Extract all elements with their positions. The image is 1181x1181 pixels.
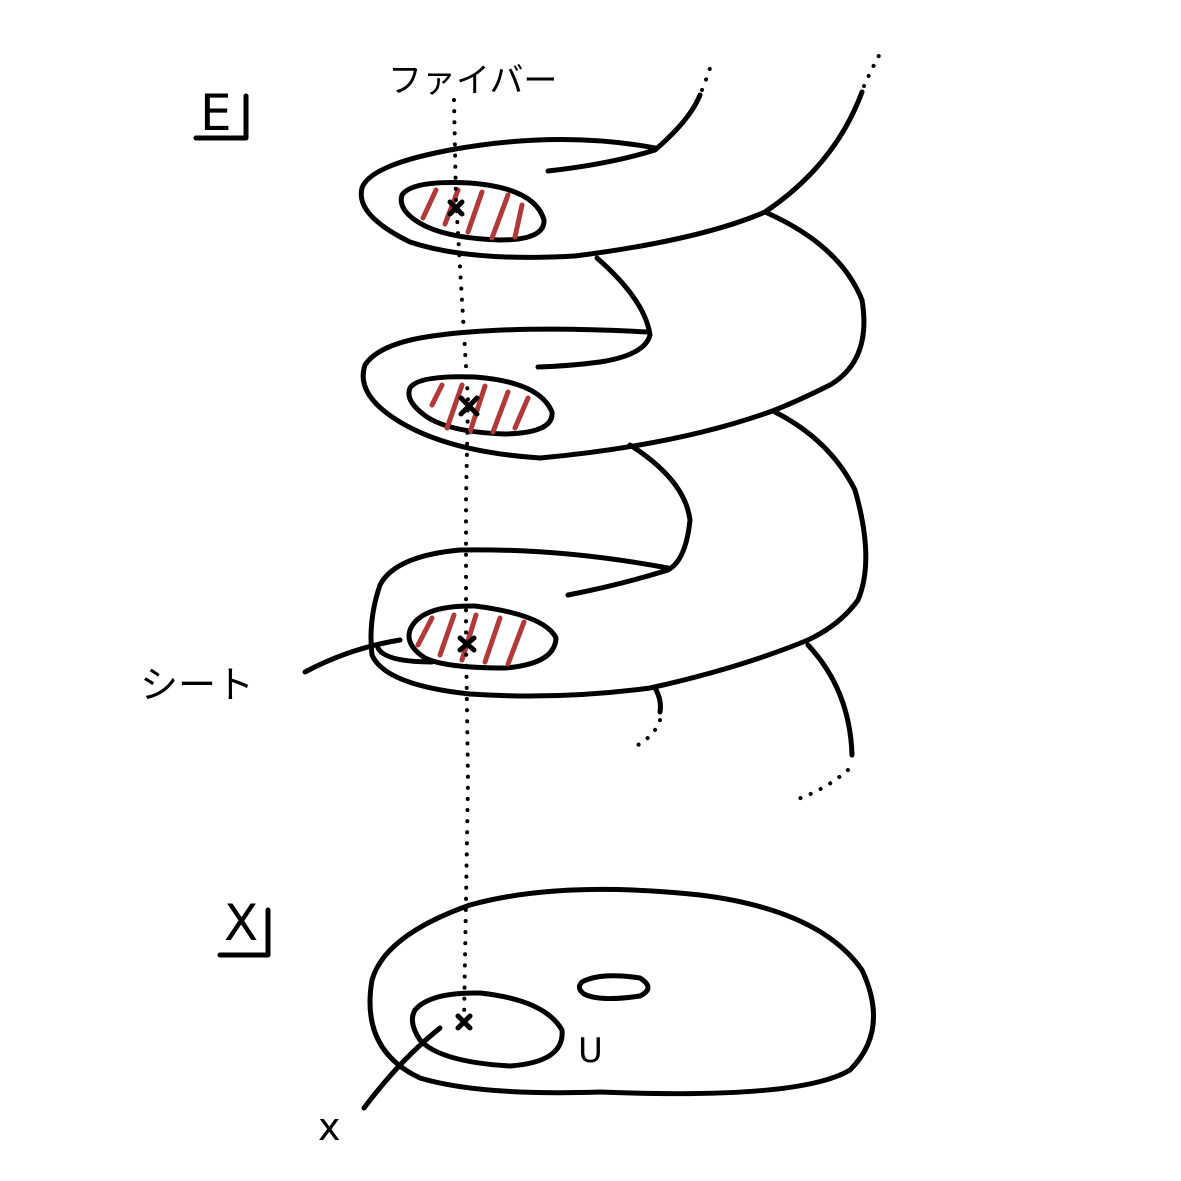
total-space-label-group: E: [193, 84, 249, 142]
sheet-level-3-outline: [406, 603, 559, 671]
helix-back-arc-1-outer: [762, 209, 867, 413]
sheet-level-2-hatch: [429, 382, 531, 435]
fiber-point-1-cross-icon: [447, 199, 465, 217]
sheet-level-1-outline: [398, 180, 547, 243]
base-space-label: X: [224, 894, 258, 952]
sheet-level-3: [406, 603, 559, 671]
helix-level-3-front: [368, 547, 811, 699]
total-space-label: E: [200, 84, 232, 142]
base-space-outline: [367, 886, 876, 1097]
sheet-pointer-line: [302, 637, 435, 675]
helix-top-inner-edge: [545, 92, 703, 174]
helix-top-outer-continuation: [862, 48, 884, 88]
helix-level-2-front: [360, 326, 778, 461]
helix-back-arc-2-inner: [565, 442, 693, 598]
neighborhood-label: U: [578, 1031, 603, 1071]
fiber-line: [452, 98, 471, 1022]
base-point-cross-icon: [455, 1013, 473, 1031]
fiber-label: ファイバー: [388, 61, 557, 101]
helix-top-outer-edge: [572, 89, 865, 259]
fiber-point-3-cross-icon: [457, 635, 477, 653]
base-point-pointer-line: [361, 1025, 443, 1111]
total-space-projection-bracket: [193, 93, 249, 141]
sheet-label: シート: [140, 663, 254, 707]
base-space-label-group: X: [217, 894, 271, 958]
helix-top-inner-continuation: [700, 60, 714, 92]
helix-level-1-front: [358, 136, 658, 260]
fiber-point-2-cross-icon: [458, 395, 480, 417]
base-space-hole: [576, 973, 651, 1002]
sheet-level-1: [398, 180, 547, 243]
helix-back-arc-2-outer: [772, 409, 869, 643]
fiber-point-markers: [447, 199, 480, 653]
helix-bottom-outer-continuation: [793, 768, 850, 802]
neighborhood-outline: [409, 990, 565, 1069]
helix-bottom-inner-continuation: [636, 718, 662, 747]
helix-bottom-inner-edge: [652, 685, 663, 715]
helix-covering-space: [358, 48, 884, 802]
sheet-level-3-hatch: [415, 612, 527, 667]
base-space-bracket: [217, 907, 271, 958]
base-point-label: x: [318, 1105, 341, 1149]
sheet-level-2: [406, 374, 555, 437]
helix-back-arc-1-inner: [535, 255, 653, 370]
helix-bottom-outer-edge: [805, 642, 855, 758]
